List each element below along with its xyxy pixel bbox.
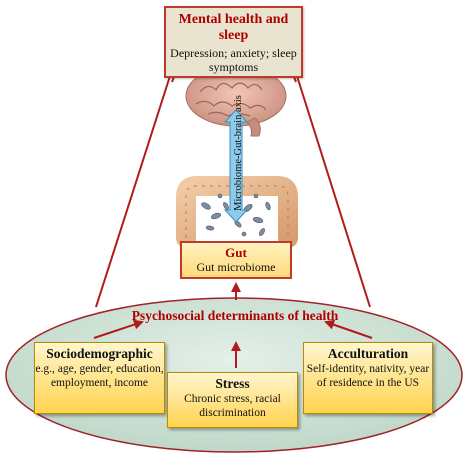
sociodemographic-box: Sociodemographic e.g., age, gender, educ…: [34, 342, 165, 414]
mental-health-box: Mental health and sleep Depression; anxi…: [164, 6, 303, 78]
mental-health-subtitle: Depression; anxiety; sleep symptoms: [170, 46, 297, 74]
acculturation-box: Acculturation Self-identity, nativity, y…: [303, 342, 433, 414]
gut-subtitle: Gut microbiome: [196, 260, 276, 274]
mental-health-title: Mental health and sleep: [178, 12, 289, 43]
right-connector-line: [296, 75, 371, 308]
arrow-sociodemographic: [93, 319, 144, 339]
gut-title: Gut: [225, 245, 247, 260]
acculturation-subtitle: Self-identity, nativity, year of residen…: [306, 363, 430, 389]
acculturation-title: Acculturation: [327, 346, 409, 361]
stress-subtitle: Chronic stress, racial discrimination: [184, 393, 281, 419]
left-connector-line: [95, 75, 171, 308]
gut-box: Gut Gut microbiome: [180, 241, 292, 279]
sociodemographic-subtitle: e.g., age, gender, education, employment…: [35, 363, 164, 389]
axis-label: Microbiome-Gut-brain axis: [233, 95, 244, 211]
axis-double-arrow: [223, 109, 249, 223]
stress-title: Stress: [215, 376, 250, 391]
sociodemographic-title: Sociodemographic: [46, 346, 153, 361]
arrow-acculturation: [324, 319, 373, 339]
brain-icon: [185, 65, 287, 137]
psychosocial-title: Psychosocial determinants of health: [131, 308, 339, 323]
stress-box: Stress Chronic stress, racial discrimina…: [167, 372, 298, 428]
